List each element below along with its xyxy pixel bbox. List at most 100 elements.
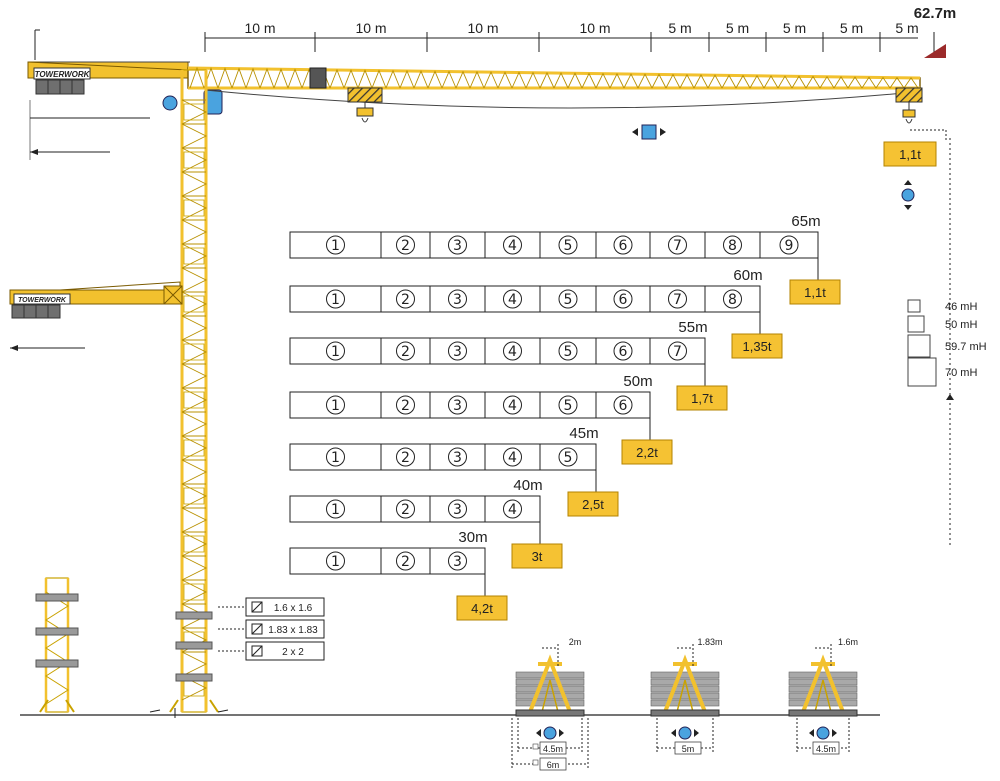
jib-length-label: 30m: [458, 529, 487, 546]
base-width-label: 1.83m: [697, 637, 722, 647]
jib-section-circle: [558, 447, 578, 467]
ballast-block: [650, 671, 720, 679]
jib-section-number: 3: [453, 450, 462, 466]
base-frame-inner: [541, 679, 559, 713]
jib-section-number: 6: [619, 344, 628, 360]
ballast-block: [515, 671, 585, 679]
jib-section-circle: [448, 341, 467, 361]
jib-section-number: 4: [508, 398, 517, 414]
jib-config-outline: [289, 285, 761, 313]
dim-segment-label: 10 m: [579, 20, 610, 36]
jib-length-label: 65m: [791, 213, 820, 230]
travel-icon: [543, 726, 557, 740]
jib-section-number: 4: [508, 344, 517, 360]
ballast-block: [515, 685, 585, 693]
dim-segment-label: 5 m: [783, 20, 806, 36]
jib-section-number: 2: [401, 292, 410, 308]
spare-mast-section: [35, 577, 79, 713]
jib-section-number: 2: [401, 554, 410, 570]
travel-arrow-right: [832, 729, 837, 737]
jib-section-circle: [668, 341, 687, 361]
jib-load-box: [456, 595, 508, 621]
jib-load-label: 1,1t: [804, 285, 826, 300]
jib-section-circle: [326, 235, 345, 255]
tip-triangle-marker: [924, 44, 946, 58]
base-sill: [788, 709, 858, 717]
jib-section-circle: [448, 499, 467, 519]
height-legend-label: 50 mH: [945, 319, 977, 331]
jib-load-label: 4,2t: [471, 601, 493, 616]
jib-config-outline: [289, 337, 706, 365]
ballast-block: [515, 692, 585, 700]
tip-load-box: [883, 141, 937, 167]
jib-section-circle: [613, 289, 633, 309]
ballast-block: [515, 699, 585, 707]
dim-segment-label: 10 m: [244, 20, 275, 36]
jib-section-number: 2: [401, 502, 410, 518]
jib-section-number: 8: [728, 238, 737, 254]
mast-section-box: [245, 641, 325, 661]
mast-section-label: 1.83 x 1.83: [268, 625, 318, 636]
mast-base-collars: [169, 611, 219, 713]
ballast-block: [788, 699, 858, 707]
jib-web-path: [189, 66, 919, 89]
mast-panel: [183, 391, 205, 409]
dim-segment-label: 5 m: [895, 20, 918, 36]
jib-section-number: 6: [619, 238, 628, 254]
mast-panel: [183, 295, 205, 313]
mast-web-path: [181, 99, 208, 701]
mast-section-icon: [251, 623, 263, 635]
jib-section-circle: [503, 395, 522, 415]
jib-section-circle: [448, 395, 467, 415]
jib-section-circle: [668, 235, 687, 255]
jib-section-circle: [723, 235, 742, 255]
height-legend-box: [907, 357, 937, 387]
mast-section-label: 1.6 x 1.6: [274, 603, 313, 614]
jib-section-circle: [396, 551, 415, 571]
jib-section-number: 4: [508, 502, 517, 518]
base-sill: [515, 709, 585, 717]
jib-length-label: 45m: [569, 425, 598, 442]
mast-panel: [183, 343, 205, 361]
dim-segment-label: 10 m: [355, 20, 386, 36]
jib-section-number: 7: [673, 344, 682, 360]
base-frame-inner: [676, 679, 694, 713]
lower-counter-jib: TOWERWORK: [9, 281, 183, 351]
trolley-travel-icon: [632, 124, 666, 140]
trolley-near: [347, 87, 383, 123]
jib-section-number: 1: [331, 344, 340, 360]
mast-section-legend: 1.6 x 1.61.83 x 1.832 x 2: [218, 597, 325, 661]
jib-section-number: 1: [331, 398, 340, 414]
jib-section-number: 5: [564, 450, 573, 466]
ballast-block: [650, 685, 720, 693]
mast-panel: [183, 151, 205, 169]
height-legend-label: 70 mH: [945, 367, 977, 379]
travel-arrow-left: [809, 729, 814, 737]
base-span-label: 6m: [547, 760, 560, 770]
jib-section-circle: [326, 395, 345, 415]
jib-section-number: 6: [619, 292, 628, 308]
jib-section-circle: [613, 235, 633, 255]
jib-section-number: 5: [564, 238, 573, 254]
trolley-block: [309, 67, 327, 89]
jib-section-number: 1: [331, 292, 340, 308]
base-span-marker: [532, 743, 539, 750]
jib-load-box: [676, 385, 728, 411]
base-span-box: [674, 741, 702, 755]
jib-section-number: 3: [453, 344, 462, 360]
jib-section-circle: [396, 447, 415, 467]
jib-section-number: 1: [331, 554, 340, 570]
mast-section-icon-slash: [251, 623, 263, 635]
base-width-label: 1.6m: [838, 637, 858, 647]
jib-length-label: 50m: [623, 373, 652, 390]
travel-icon: [816, 726, 830, 740]
jib-section-number: 2: [401, 450, 410, 466]
jib-load-box: [567, 491, 619, 517]
